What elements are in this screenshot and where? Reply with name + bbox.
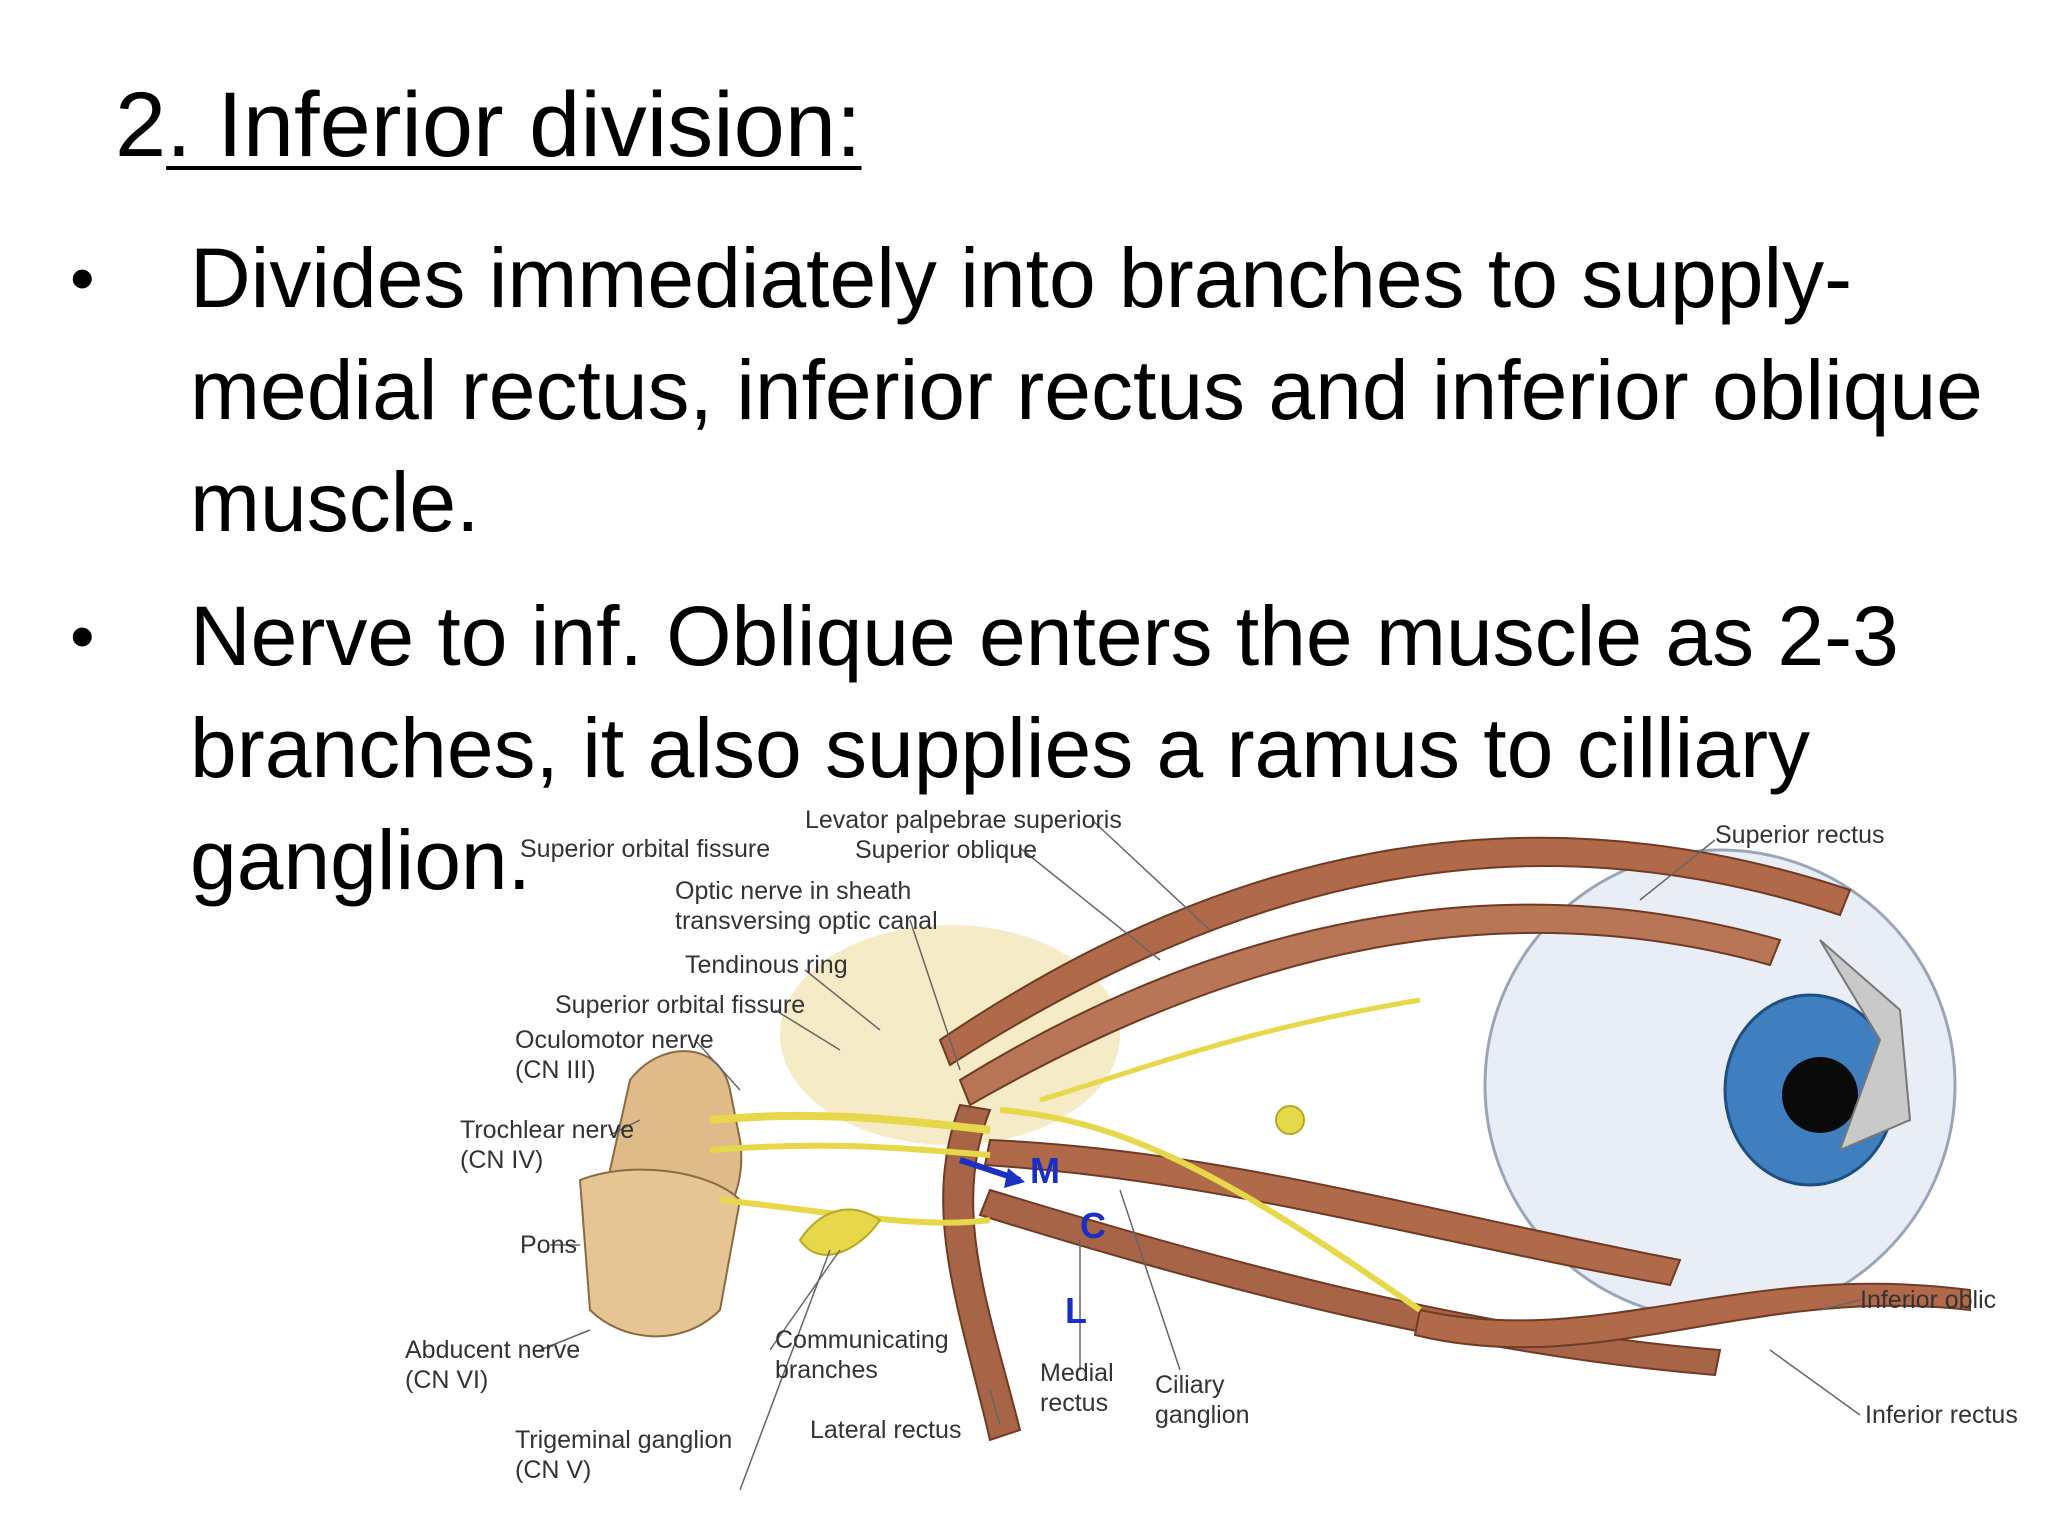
label-ciliary-ganglion: Ciliary ganglion	[1155, 1371, 1250, 1429]
label-trochlear: Trochlear nerve (CN IV)	[460, 1116, 635, 1174]
mark-m: M	[1030, 1150, 1060, 1191]
ciliary-ganglion-shape	[1275, 1105, 1305, 1135]
bullet-text: Divides immediately into branches to sup…	[190, 231, 1983, 549]
slide-title: 2. Inferior division:	[115, 70, 862, 180]
mark-c: C	[1080, 1205, 1106, 1246]
label-inferior-rectus: Inferior rectus	[1865, 1401, 2018, 1429]
orbit-anatomy-figure: Superior orbital fissure Levator palpebr…	[405, 790, 2048, 1536]
trochlear-nerve	[709, 1142, 991, 1158]
levator-muscle	[938, 836, 1852, 1067]
bullet-dot: •	[70, 239, 95, 317]
label-inferior-oblique: Inferior oblic	[1860, 1286, 1997, 1314]
medial-rectus-muscle	[983, 1138, 1682, 1287]
title-number: 2	[115, 74, 167, 176]
lateral-rectus-muscle	[942, 1103, 1022, 1442]
arrow-head	[1004, 1168, 1025, 1188]
mark-l: L	[1065, 1290, 1087, 1331]
label-tendinous-ring: Tendinous ring	[685, 951, 848, 979]
label-pons: Pons	[520, 1231, 577, 1259]
label-sup-orbital-fissure: Superior orbital fissure	[520, 835, 771, 863]
label-oculomotor: Oculomotor nerve (CN III)	[515, 1026, 714, 1084]
bullet-item: • Divides immediately into branches to su…	[0, 222, 2000, 558]
label-communicating: Communicating branches	[775, 1326, 949, 1384]
leader-lines	[539, 819, 1861, 1491]
title-text: . Inferior division:	[166, 74, 862, 176]
pupil	[1782, 1057, 1858, 1133]
label-trigeminal: Trigeminal ganglion (CN V)	[515, 1426, 733, 1484]
oculomotor-nerve	[709, 1111, 991, 1134]
label-superior-rectus: Superior rectus	[1715, 821, 1885, 849]
anatomy-illustration	[539, 819, 1971, 1491]
superior-division-nerve	[1039, 997, 1421, 1103]
label-superior-orbital-fissure: Superior orbital fissure	[555, 991, 806, 1019]
superior-rectus-muscle	[958, 903, 1782, 1107]
bullet-dot: •	[70, 597, 95, 675]
label-lateral-rectus: Lateral rectus	[810, 1416, 962, 1444]
inferior-oblique-muscle	[1413, 1282, 1971, 1349]
label-abducent: Abducent nerve (CN VI)	[405, 1336, 581, 1394]
pons	[578, 1168, 742, 1338]
bullet-list: • Divides immediately into branches to su…	[0, 222, 2000, 938]
bullet-text: Nerve to inf. Oblique enters the muscle …	[190, 589, 1899, 907]
label-superior-oblique: Superior oblique	[855, 836, 1038, 864]
inferior-division-nerve	[999, 1107, 1422, 1313]
label-medial-rectus: Medial rectus	[1040, 1359, 1114, 1417]
label-levator: Levator palpebrae superioris	[805, 806, 1122, 834]
eyelid-tendon	[1819, 939, 1912, 1152]
trigeminal-ganglion	[798, 1208, 882, 1256]
label-optic-nerve: Optic nerve in sheath transversing optic…	[675, 877, 938, 935]
bullet-item: • Nerve to inf. Oblique enters the muscle…	[0, 580, 2000, 916]
